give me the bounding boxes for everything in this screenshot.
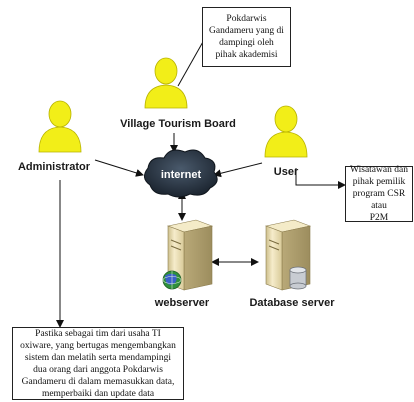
webserver-label: webserver bbox=[154, 297, 210, 309]
note-bottom-line: Pastika sebagai tim dari usaha TI bbox=[35, 328, 161, 339]
user-internet-arrow bbox=[213, 162, 263, 178]
person-icon bbox=[264, 105, 308, 158]
note-bottom-line: oxiware, yang bertugas mengembangkan bbox=[20, 340, 176, 351]
admin-internet-arrow bbox=[94, 159, 144, 177]
note-top-line: Gandameru yang di bbox=[209, 26, 284, 36]
note-top-text: Pokdarwis Gandameru yang di dampingi ole… bbox=[209, 13, 284, 61]
user-note-arrow bbox=[295, 168, 346, 189]
note-right-line: P2M bbox=[369, 213, 389, 223]
note-bottom-line: Gandameru di dalam memasukkan data, bbox=[21, 376, 175, 387]
admin-label: Administrator bbox=[18, 161, 91, 173]
note-right-text: Wisatawan dan pihak pemilik program CSR … bbox=[346, 164, 412, 224]
internet-cloud: internet bbox=[144, 149, 218, 198]
note-bottom-text: Pastika sebagai tim dari usaha TI oxiwar… bbox=[20, 328, 176, 400]
database-icon bbox=[289, 266, 307, 290]
note-right-line: pihak pemilik bbox=[352, 177, 406, 187]
globe-icon bbox=[162, 270, 182, 290]
user-label: User bbox=[274, 166, 299, 178]
note-bottom-line: sistem dan melatih serta mendampingi bbox=[24, 352, 172, 363]
note-right-line: Wisatawan dan bbox=[350, 165, 408, 175]
cloud-icon bbox=[144, 149, 218, 198]
note-right-line: program CSR atau bbox=[352, 189, 406, 211]
user-actor: User bbox=[264, 105, 308, 178]
internet-label: internet bbox=[161, 169, 202, 181]
webserver-node: webserver bbox=[154, 219, 214, 309]
note-bottom-line: memperbaiki dan update data bbox=[41, 388, 155, 399]
note-top: Pokdarwis Gandameru yang di dampingi ole… bbox=[202, 7, 291, 67]
board-note-line bbox=[177, 39, 205, 87]
admin-actor: Administrator bbox=[18, 100, 91, 173]
note-top-line: pihak akademisi bbox=[215, 50, 278, 60]
connectors bbox=[56, 39, 346, 328]
database-server-label: Database server bbox=[249, 297, 335, 309]
database-server-node: Database server bbox=[249, 219, 335, 309]
person-icon bbox=[38, 100, 82, 153]
note-bottom: Pastika sebagai tim dari usaha TI oxiwar… bbox=[12, 327, 184, 400]
board-actor: Village Tourism Board bbox=[120, 57, 236, 130]
note-top-line: Pokdarwis bbox=[226, 14, 267, 24]
note-right: Wisatawan dan pihak pemilik program CSR … bbox=[345, 164, 413, 224]
note-top-line: dampingi oleh bbox=[219, 38, 274, 48]
board-label: Village Tourism Board bbox=[120, 118, 236, 130]
note-bottom-line: dua orang dari anggota Pokdarwis bbox=[33, 364, 163, 375]
person-icon bbox=[144, 57, 188, 109]
